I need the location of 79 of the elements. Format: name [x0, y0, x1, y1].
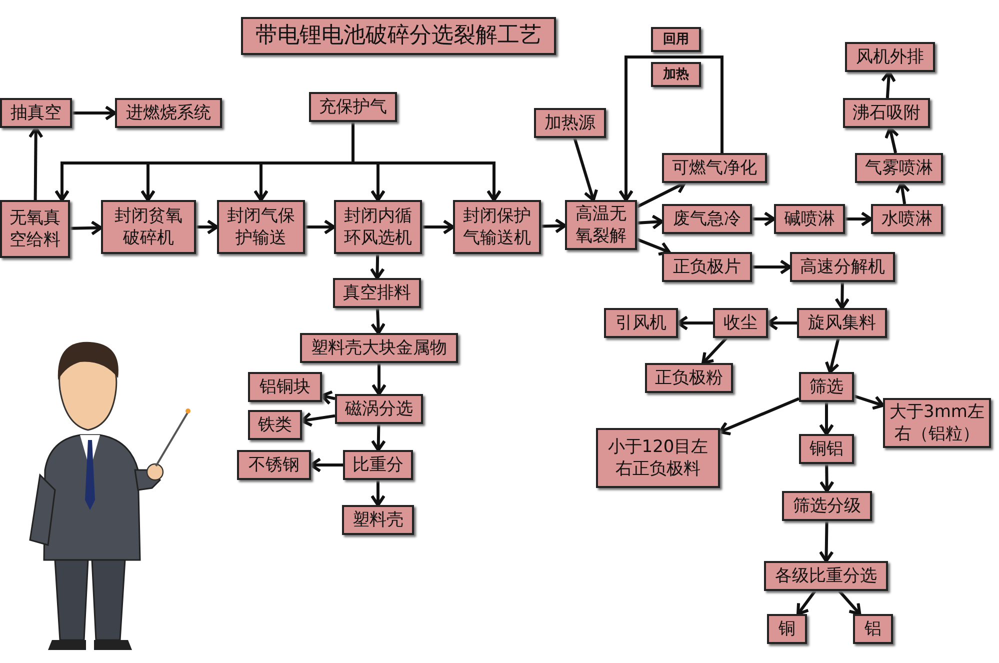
arrow [72, 106, 116, 120]
process-box: 高速分解机 [790, 252, 895, 282]
arrow [540, 218, 566, 234]
process-box: 正负极片 [662, 252, 752, 282]
process-box: 气雾喷淋 [855, 153, 943, 183]
arrow [370, 308, 386, 334]
arrow [834, 282, 850, 310]
process-box: 风机外排 [845, 42, 935, 72]
arrow [573, 138, 598, 202]
process-box: 铝 [853, 614, 893, 644]
process-box: 加热源 [534, 108, 606, 138]
process-box: 碱喷淋 [774, 204, 845, 234]
arrow [702, 336, 728, 364]
arrow [718, 397, 800, 436]
process-box: 收尘 [713, 308, 768, 338]
arrow [422, 220, 454, 234]
process-box: 废气急冷 [662, 204, 752, 234]
process-box: 沸石吸附 [843, 98, 930, 128]
arrow [752, 260, 792, 274]
process-box: 小于120目左右正负极料 [596, 428, 720, 488]
arrow [300, 412, 336, 427]
process-box: 回用 [651, 27, 701, 52]
arrow [636, 238, 671, 256]
process-box: 塑料壳大块金属物 [300, 333, 458, 363]
process-box: 引风机 [604, 308, 678, 338]
arrow [819, 402, 834, 436]
arrow [636, 214, 664, 230]
arrow [676, 316, 713, 330]
process-box: 无氧真空给料 [0, 200, 70, 258]
process-box: 充保护气 [309, 92, 397, 122]
arrow [884, 126, 900, 154]
process-box: 封闭保护气输送机 [453, 200, 541, 254]
arrow [370, 254, 385, 280]
process-box: 各级比重分选 [764, 561, 888, 591]
arrow [370, 424, 386, 452]
arrow [370, 480, 386, 506]
process-box: 铜 [767, 614, 807, 644]
process-box: 加热 [651, 62, 701, 87]
arrow [881, 70, 896, 98]
process-box: 大于3mm左右（铝粒） [883, 398, 991, 448]
arrow [819, 464, 834, 492]
process-box: 封闭内循环风选机 [334, 200, 422, 254]
process-box: 磁涡分选 [335, 394, 423, 424]
process-box: 铝铜块 [248, 372, 322, 402]
process-box: 筛选分级 [782, 491, 872, 521]
process-box: 可燃气净化 [662, 153, 767, 183]
process-box: 塑料壳 [342, 505, 414, 535]
process-box: 抽真空 [0, 98, 72, 128]
arrow [752, 212, 776, 226]
arrow [845, 212, 872, 226]
arrow [305, 220, 336, 234]
arrow [618, 56, 724, 202]
arrow [854, 394, 884, 410]
process-box: 筛选 [799, 372, 854, 402]
process-box: 真空排料 [333, 278, 421, 308]
process-box: 不锈钢 [237, 450, 311, 480]
arrow [766, 316, 797, 330]
process-box: 水喷淋 [871, 204, 943, 234]
arrow [796, 590, 816, 616]
process-box: 封闭贫氧破碎机 [101, 200, 196, 254]
process-box: 进燃烧系统 [115, 98, 222, 128]
arrow [824, 338, 840, 374]
process-box: 正负极粉 [645, 363, 733, 393]
arrow [838, 590, 862, 616]
arrow [28, 126, 44, 200]
process-box: 比重分 [343, 450, 413, 480]
process-box: 高温无氧裂解 [565, 200, 637, 250]
arrow [818, 520, 834, 562]
process-box: 旋风集料 [797, 308, 887, 338]
process-box: 封闭气保护输送 [217, 200, 305, 254]
arrow [895, 182, 910, 204]
arrow [372, 363, 386, 396]
process-box: 铁类 [248, 410, 302, 440]
arrow [196, 220, 218, 234]
title-box: 带电锂电池破碎分选裂解工艺 [241, 17, 556, 55]
arrow [310, 458, 343, 472]
arrow [70, 220, 102, 236]
arrow [320, 390, 336, 406]
process-box: 铜铝 [799, 434, 854, 464]
